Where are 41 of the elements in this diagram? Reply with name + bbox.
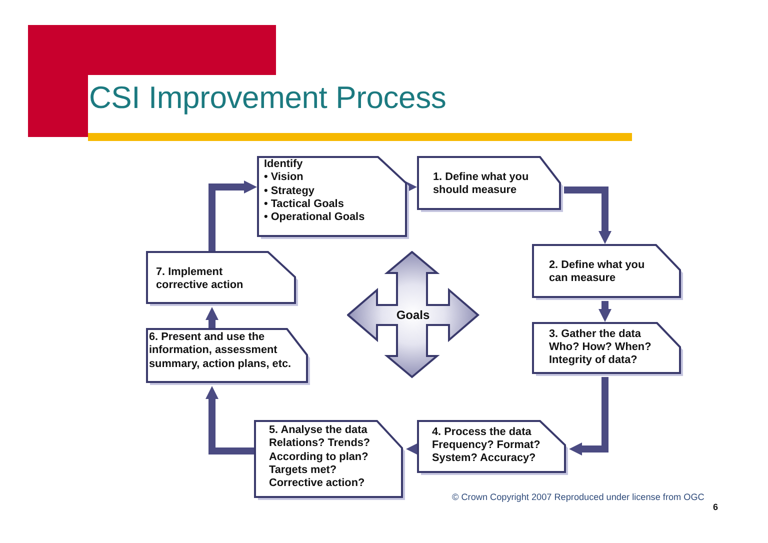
step-text: According to plan?	[269, 450, 370, 464]
process-card	[146, 251, 299, 307]
step-text: Frequency? Format?	[432, 438, 542, 452]
process-card	[532, 322, 684, 377]
process-card	[532, 244, 684, 301]
arrow	[564, 186, 612, 244]
process-card	[417, 156, 564, 213]
arrow	[598, 301, 612, 322]
step-text: • Strategy	[264, 184, 316, 198]
step-text: • Operational Goals	[264, 211, 366, 224]
goals-cross	[347, 251, 480, 379]
step-text: Targets met?	[269, 464, 338, 478]
step-text: Who? How? When?	[549, 340, 652, 354]
step-text: Corrective action?	[269, 477, 366, 490]
process-card	[417, 420, 569, 476]
goal-text: Goals	[396, 308, 430, 322]
title: CSI Improvement Process	[89, 80, 446, 116]
process-card	[146, 328, 311, 386]
process-card	[254, 420, 406, 501]
step-text: 5. Analyse the data	[269, 424, 368, 438]
step-text: System? Accuracy?	[432, 452, 537, 466]
step-text: 2. Define what you can measure	[549, 259, 646, 286]
step-text: Relations? Trends?	[269, 437, 372, 451]
arrow	[404, 180, 417, 194]
arrow	[206, 307, 218, 328]
step-text: • Tactical Goals	[264, 198, 345, 212]
step-text: • Vision	[264, 171, 304, 185]
step-text: Identify	[264, 158, 304, 172]
step-text: 3. Gather the data	[549, 328, 642, 341]
step-text: 6. Present and use the information, assessment summary, action plans, etc.	[149, 331, 292, 371]
arrow	[208, 180, 257, 251]
page-number: 6	[713, 502, 718, 512]
step-text: Integrity of data?	[549, 354, 638, 368]
process-card	[257, 156, 410, 240]
step-text: 4. Process the data	[432, 426, 532, 439]
copyright-note: © Crown Copyright 2007 Reproduced under license from OGC	[452, 492, 704, 502]
arrow	[569, 377, 608, 456]
step-text: 7. Implement corrective action	[156, 266, 244, 292]
step-text: 1. Define what you should measure	[433, 171, 530, 198]
arrow	[406, 442, 419, 456]
arrow	[206, 386, 254, 454]
